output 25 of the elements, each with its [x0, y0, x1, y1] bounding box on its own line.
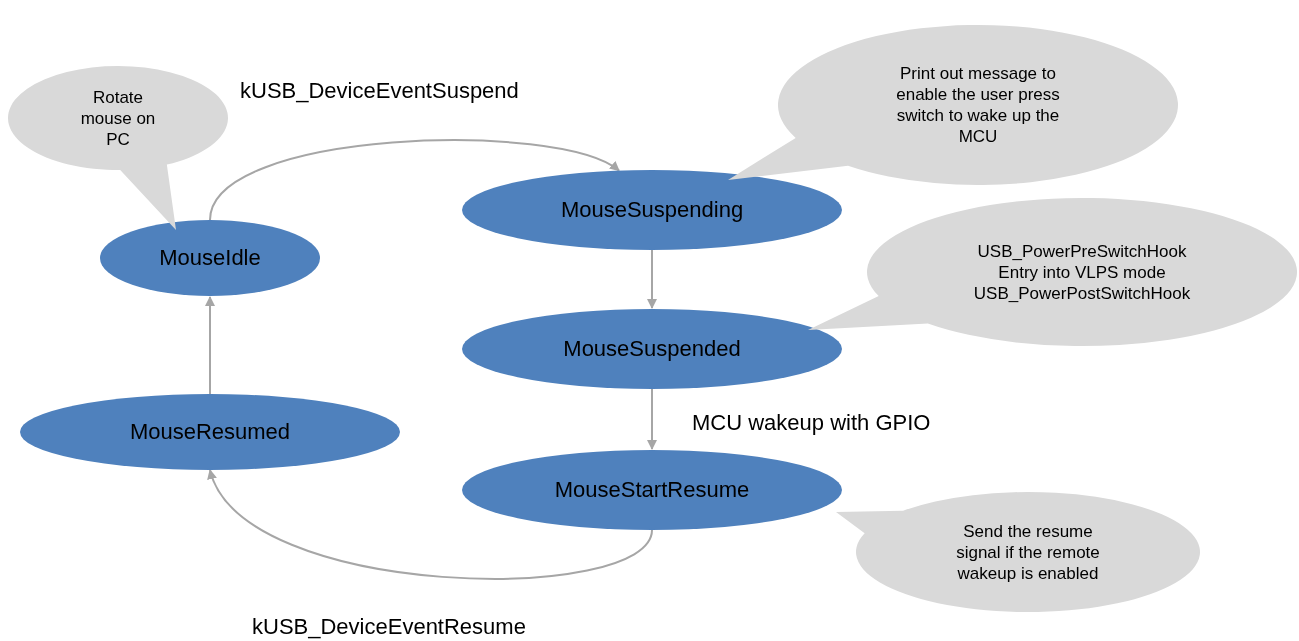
- note-text: Send the resume signal if the remote wakeup is enabled: [955, 520, 1101, 584]
- note-text: Entry into VLPS mode: [998, 261, 1166, 283]
- state-ellipse: [100, 220, 320, 296]
- note-text: USB_PowerPostSwitchHook: [973, 282, 1191, 304]
- note-text: USB_PowerPreSwitchHook: [977, 240, 1187, 262]
- state-ellipse: [462, 450, 842, 530]
- arrow: [209, 469, 653, 580]
- arrow: [647, 249, 657, 309]
- arrow: [647, 388, 657, 450]
- note-text: Rotate mouse on PC: [79, 86, 157, 150]
- state-name: MouseIdle: [159, 245, 261, 271]
- state-ellipse: [462, 309, 842, 389]
- speech-bubble: [728, 25, 1178, 185]
- state-name: MouseSuspending: [560, 197, 744, 223]
- note-text: Print out message to enable the user press switch to wake up the MCU: [895, 63, 1061, 147]
- state-ellipse: [462, 170, 842, 250]
- arrow: [205, 296, 215, 395]
- state-ellipse: [20, 394, 400, 470]
- speech-bubble: [8, 66, 228, 230]
- state-name: MouseSuspended: [563, 336, 741, 362]
- speech-bubble: [836, 492, 1200, 612]
- state-name: MouseStartResume: [554, 477, 750, 503]
- state-name: MouseResumed: [129, 419, 291, 445]
- arrow: [209, 139, 620, 221]
- speech-bubble: [808, 198, 1297, 346]
